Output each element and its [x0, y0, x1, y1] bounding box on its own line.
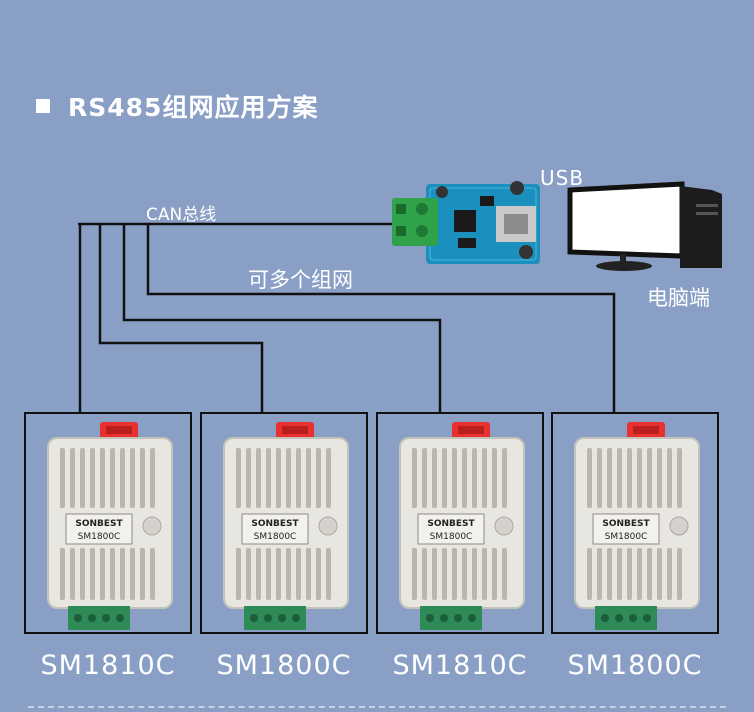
svg-text:SONBEST: SONBEST: [75, 519, 123, 529]
computer-icon: [567, 181, 722, 271]
device-box: SONBEST SM1800C: [551, 412, 719, 634]
device-caption: SM1800C: [567, 650, 703, 681]
sensor-device-icon: SONBEST SM1800C: [574, 422, 700, 630]
square-bullet-icon: [36, 99, 50, 113]
device-caption: SM1810C: [392, 650, 528, 681]
svg-text:SONBEST: SONBEST: [251, 519, 299, 529]
sensor-device-icon: SONBEST SM1800C: [399, 422, 525, 630]
sensor-device-icon: SONBEST SM1800C: [47, 422, 173, 630]
device-box: SONBEST SM1800C: [376, 412, 544, 634]
device-caption: SM1810C: [40, 650, 176, 681]
device-box: SONBEST SM1800C: [200, 412, 368, 634]
computer-label: 电脑端: [647, 286, 710, 310]
device-box: SONBEST SM1800C: [24, 412, 192, 634]
svg-text:SM1800C: SM1800C: [605, 532, 648, 542]
svg-text:SONBEST: SONBEST: [427, 519, 475, 529]
page-title: RS485组网应用方案: [68, 93, 319, 122]
usb-converter-board: [392, 181, 540, 264]
device-caption: SM1800C: [216, 650, 352, 681]
svg-text:SM1800C: SM1800C: [430, 532, 473, 542]
wire-3: [122, 224, 442, 412]
wire-2: [98, 224, 264, 412]
sensor-device-icon: SONBEST SM1800C: [223, 422, 349, 630]
can-bus-label: CAN总线: [146, 205, 217, 225]
wire-4: [146, 224, 616, 412]
svg-text:SM1800C: SM1800C: [254, 532, 297, 542]
svg-text:SM1800C: SM1800C: [78, 532, 121, 542]
group-note-label: 可多个组网: [248, 268, 353, 292]
usb-label: USB: [540, 166, 585, 190]
svg-text:SONBEST: SONBEST: [602, 519, 650, 529]
section-heading: RS485组网应用方案: [36, 88, 318, 124]
dashed-divider: [28, 706, 726, 708]
